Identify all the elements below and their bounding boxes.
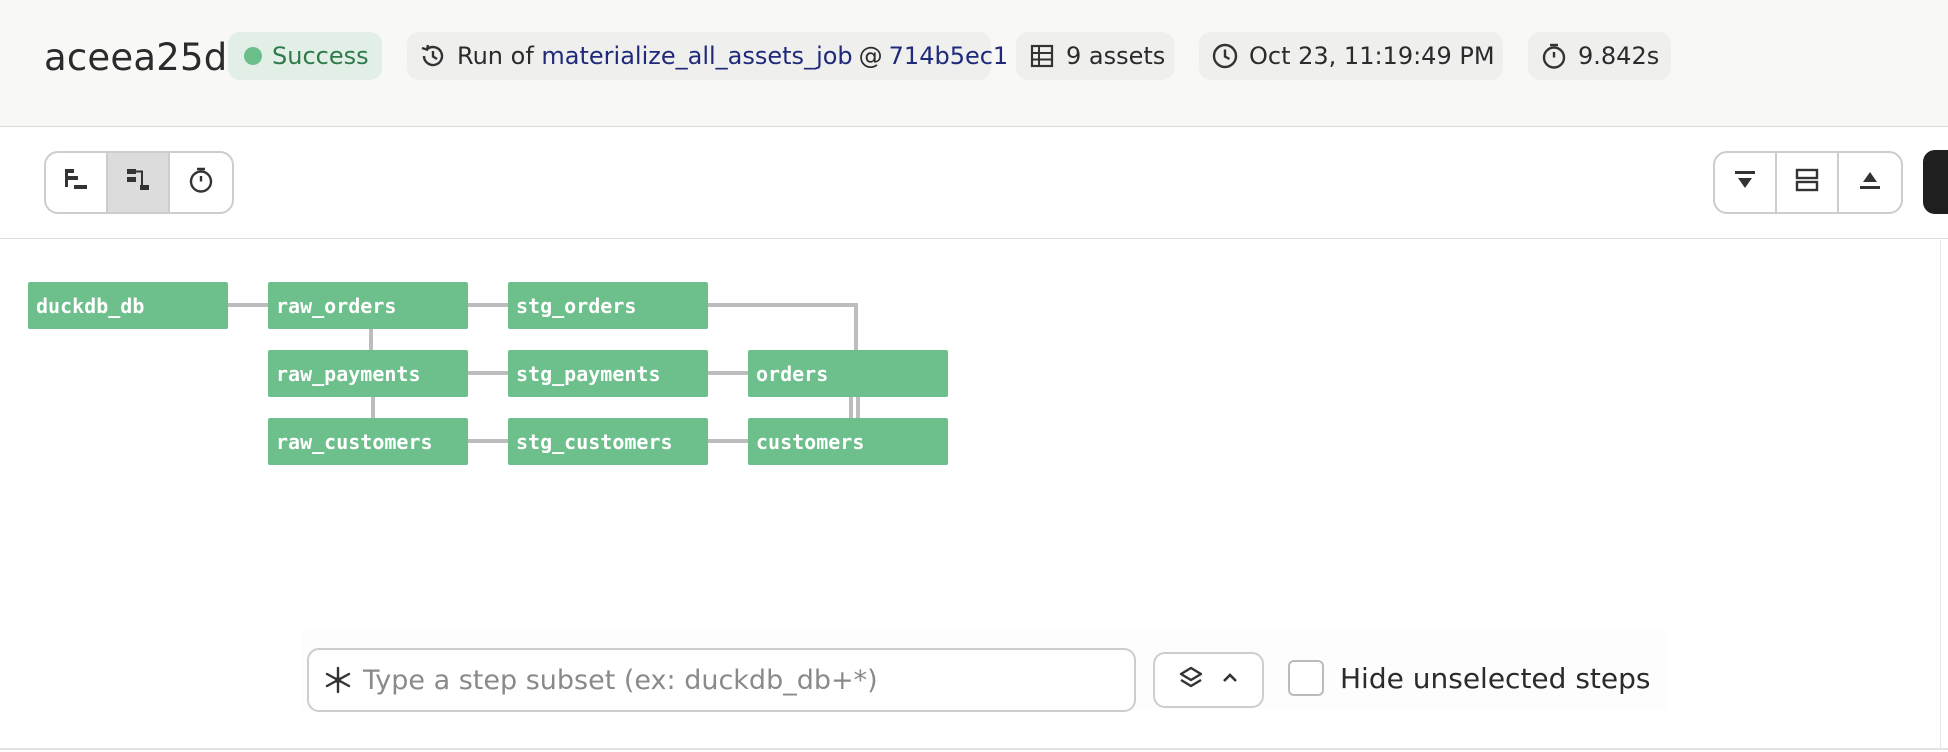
node-orders[interactable]: orders <box>748 350 948 397</box>
node-raw-customers[interactable]: raw_customers <box>268 418 468 465</box>
edge-stg-orders-orders <box>707 303 858 350</box>
history-icon <box>419 42 447 70</box>
hide-unselected-checkbox[interactable] <box>1288 660 1324 696</box>
run-id: aceea25d <box>44 36 228 79</box>
bottom-divider <box>0 748 1948 750</box>
node-stg-customers[interactable]: stg_customers <box>508 418 708 465</box>
expand-group <box>1713 151 1903 214</box>
hide-unselected-label: Hide unselected steps <box>1340 661 1651 695</box>
job-link[interactable]: materialize_all_assets_job <box>541 42 853 70</box>
run-of-tag: Run of materialize_all_assets_job @ 714b… <box>407 32 1008 80</box>
graph-icon <box>124 166 152 199</box>
side-panel-toggle[interactable] <box>1923 150 1948 214</box>
at-sign: @ <box>858 42 883 70</box>
layers-menu-button[interactable] <box>1153 652 1264 708</box>
sparkle-selector-icon <box>323 665 353 695</box>
status-label: Success <box>272 42 369 70</box>
run-of-label: Run of <box>457 42 534 70</box>
duration-tag: 9.842s <box>1528 32 1671 80</box>
node-duckdb-db[interactable]: duckdb_db <box>28 282 228 329</box>
node-stg-orders[interactable]: stg_orders <box>508 282 708 329</box>
gantt-view-button[interactable] <box>46 153 108 212</box>
timer-view-button[interactable] <box>170 153 232 212</box>
run-duration: 9.842s <box>1578 42 1660 70</box>
view-toolbar <box>0 128 1948 239</box>
node-customers[interactable]: customers <box>748 418 948 465</box>
hide-unselected-toggle[interactable]: Hide unselected steps <box>1288 660 1650 696</box>
graph-edges <box>227 303 860 443</box>
collapse-up-button[interactable] <box>1839 153 1901 212</box>
stopwatch-icon <box>187 166 215 199</box>
layers-icon <box>1177 664 1205 697</box>
expand-down-icon <box>1731 166 1759 199</box>
node-raw-payments[interactable]: raw_payments <box>268 350 468 397</box>
snapshot-link[interactable]: 714b5ec1 <box>888 42 1009 70</box>
timer-icon <box>1540 42 1568 70</box>
collapse-up-icon <box>1856 166 1884 199</box>
rows-button[interactable] <box>1777 153 1839 212</box>
node-stg-payments[interactable]: stg_payments <box>508 350 708 397</box>
graph-scrollbar[interactable] <box>1940 240 1941 748</box>
assets-count: 9 assets <box>1066 42 1166 70</box>
clock-icon <box>1211 42 1239 70</box>
chevron-up-icon <box>1220 668 1240 693</box>
view-mode-group <box>44 151 234 214</box>
run-timestamp: Oct 23, 11:19:49 PM <box>1249 42 1495 70</box>
status-badge[interactable]: Success <box>228 32 382 80</box>
graph-view-button[interactable] <box>108 153 170 212</box>
timestamp-tag: Oct 23, 11:19:49 PM <box>1199 32 1503 80</box>
step-subset-field[interactable] <box>307 648 1136 712</box>
status-dot-icon <box>244 47 262 65</box>
gantt-icon <box>62 166 90 199</box>
rows-icon <box>1793 166 1821 199</box>
step-subset-input[interactable] <box>363 664 1123 696</box>
expand-down-button[interactable] <box>1715 153 1777 212</box>
run-header: aceea25d Success Run of materialize_all_… <box>0 0 1948 127</box>
asset-graph-canvas[interactable]: duckdb_db raw_orders raw_payments raw_cu… <box>0 240 1948 750</box>
assets-tag[interactable]: 9 assets <box>1016 32 1174 80</box>
node-raw-orders[interactable]: raw_orders <box>268 282 468 329</box>
table-icon <box>1028 42 1056 70</box>
